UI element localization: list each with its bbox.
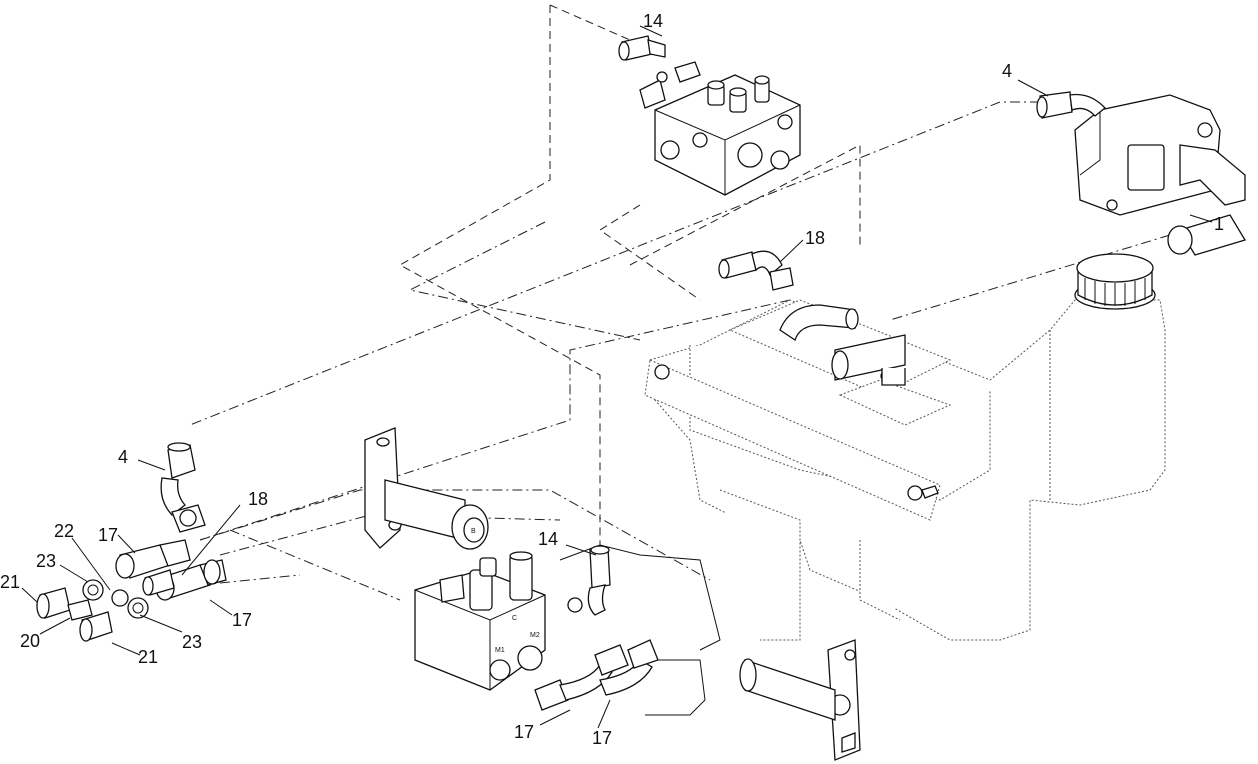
hoses-17-bottom	[534, 639, 659, 711]
port-marks: M1 M2 C B	[471, 528, 540, 654]
bracket-mid	[364, 427, 489, 550]
callout-23-left: 23	[36, 551, 56, 571]
lower-valve-block	[414, 544, 721, 716]
callout-1: 1	[1214, 214, 1224, 234]
callout-4-left: 4	[118, 447, 128, 467]
hydraulic-tank-frame	[644, 253, 1166, 641]
callout-20: 20	[20, 631, 40, 651]
callout-17-bottom-left: 17	[514, 722, 534, 742]
port-mark-c: C	[512, 615, 517, 622]
elbow-fitting-18-top	[718, 250, 794, 291]
callouts: 14 4 1 18 4 18 17 22 23 21 20 21 23 17 1…	[0, 11, 1224, 748]
callout-23-bottom: 23	[182, 632, 202, 652]
callout-4-right: 4	[1002, 61, 1012, 81]
callout-17-left: 17	[98, 525, 118, 545]
callout-18-top: 18	[805, 228, 825, 248]
callout-18-mid: 18	[248, 489, 268, 509]
callout-22: 22	[54, 521, 74, 541]
port-mark-m2: M2	[530, 632, 540, 639]
callout-21-left: 21	[0, 572, 20, 592]
assembly-lines	[189, 4, 1171, 601]
leader-lines	[21, 25, 1213, 729]
port-mark-b: B	[471, 528, 476, 535]
top-valve-block	[618, 35, 801, 196]
port-mark-m1: M1	[495, 647, 505, 654]
callout-17-bottom-right: 17	[592, 728, 612, 748]
bracket-bottom-right	[739, 639, 861, 761]
callout-14-mid: 14	[538, 529, 558, 549]
pump-assembly	[1036, 91, 1246, 256]
callout-21-bottom: 21	[138, 647, 158, 667]
elbow-fitting-4-left	[160, 442, 206, 533]
callout-17-right: 17	[232, 610, 252, 630]
fittings-cluster-left	[36, 539, 227, 642]
callout-14-top: 14	[643, 11, 663, 31]
